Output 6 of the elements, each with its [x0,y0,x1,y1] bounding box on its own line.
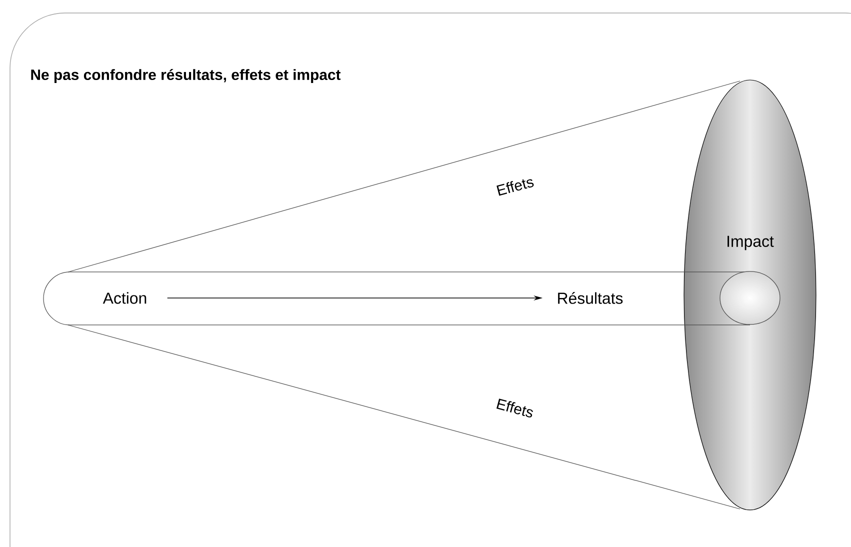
title: Ne pas confondre résultats, effets et impact [31,68,341,83]
node-label: Résultats [558,292,623,304]
node-label: Impact [728,236,774,250]
node-label: Action [102,292,146,304]
cone-label: Effets [496,398,533,418]
cone-label: Effets [496,179,534,196]
